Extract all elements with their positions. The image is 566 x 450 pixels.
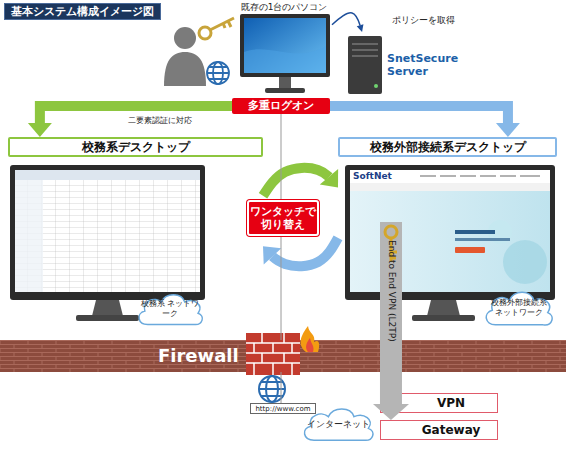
server-icon [348,36,382,94]
network-cloud: 校務外部接続系 ネットワーク [480,285,557,331]
desktop-monitor [427,300,460,316]
firewall-icon [246,326,319,375]
desktop-monitor [412,315,475,321]
pc-label: 既存の1台のパソコン [236,1,332,13]
desktop-monitor [15,180,43,292]
url-box: http://www.com [250,403,316,414]
logon-label: 多重ログオン [248,100,314,112]
cloud-outline [486,292,552,325]
globe-icon [259,382,285,396]
key-icon [210,18,234,30]
key-icon [199,18,234,39]
desktop-monitor [455,247,485,253]
gateway-label: Gateway [422,423,480,437]
globe-icon [259,376,285,402]
gateway-label: VPN [437,396,465,410]
desktop-monitor [10,165,205,300]
firewall-icon [301,326,320,352]
diagram-title: 基本システム構成イメージ図 [4,3,161,20]
pc-monitor [240,14,330,77]
switch-box: ワンタッチで 切り替え [247,200,319,236]
firewall-icon [246,333,300,375]
desktop-monitor [420,175,540,177]
connector-line [263,168,338,196]
connector [281,114,282,340]
network-label: 校務外部接続系 ネットワーク [487,298,551,318]
connector-line [332,13,362,32]
network-label: 校務系 ネットワーク [140,299,200,319]
desktop-monitor [92,300,123,316]
globe-icon [207,67,229,79]
arrow-head [263,246,281,264]
connector [263,238,338,266]
connector-line [281,114,282,340]
connector [281,372,282,403]
globe-icon [207,62,229,84]
pc-monitor [240,14,330,93]
arrow-head [357,24,364,32]
connector-line [330,106,508,137]
key-icon [199,27,211,39]
user-icon [174,27,196,49]
cloud-outline [139,295,202,325]
server-label: SnetSecure Server [387,52,460,78]
gateway-box: VPN [380,393,498,413]
desktop-panel: 校務外部接続系デスクトップ校務外部接続系 ネットワーク [338,137,557,305]
key-icon [385,226,397,238]
desktop-monitor [15,170,200,292]
firewall-icon [306,338,313,352]
desktop-monitor [350,183,550,191]
server-node: SnetSecure Server [342,32,460,96]
arrow-head [496,123,520,137]
desktop-monitor [455,230,495,234]
connector-line [40,106,232,137]
arrow-head [320,169,338,187]
desktop-panel: 校務系デスクトップ校務系 ネットワーク [8,137,263,305]
firewall-label: Firewall [158,344,239,368]
connector-line [263,238,338,266]
desktop-monitor [345,165,555,300]
pc-monitor [279,77,291,88]
connector [332,13,363,32]
url-label: http://www.com [255,405,310,413]
firewall-band: Firewall [0,340,566,372]
logon-box: 多重ログオン [232,98,330,114]
pc-monitor [244,18,326,73]
gateway-box: Gateway [380,420,498,440]
screen-logo: SoftNet [353,171,392,182]
server-icon [348,36,382,94]
pc-monitor [244,46,326,73]
globe-icon [207,62,229,84]
panel-heading: 校務外部接続系デスクトップ [338,137,557,157]
desktop-monitor [15,170,200,180]
network-cloud: 校務系 ネットワーク [133,288,207,330]
cloud-outline [304,409,372,440]
panel-heading: 校務系デスクトップ [8,137,263,157]
user-icon [164,52,206,86]
pc-monitor [265,88,305,93]
connector-label: ポリシーを取得 [392,15,455,26]
connector [263,168,338,196]
pc-node: 既存の1台のパソコン [236,1,332,96]
internet-label: インターネット [307,419,370,430]
connector [28,106,232,137]
desktop-monitor [76,315,139,321]
globe-icon [259,376,285,402]
internet-cloud: インターネット [298,402,378,446]
connector-label: End to End VPN (L2TP) [386,240,397,342]
server-icon [352,44,378,56]
firewall-icon [246,333,300,375]
arrow-head [373,404,409,420]
switch-label: ワンタッチで 切り替え [250,205,316,231]
desktop-monitor [455,238,510,241]
connector [330,106,520,137]
connector-label: 二要素認証に対応 [128,116,192,126]
server-icon [374,84,378,88]
desktop-monitor [15,180,200,292]
desktop-monitor [503,240,547,284]
arrow-head [28,123,52,137]
connector-line [281,372,282,403]
